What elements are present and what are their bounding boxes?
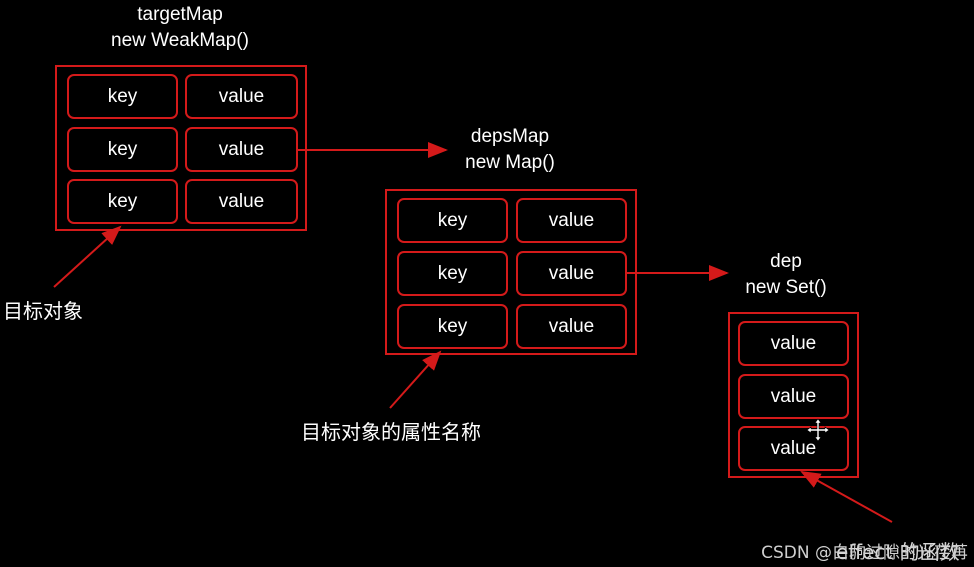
dep-title-line2: new Set() (745, 277, 827, 298)
dep-title: dep new Set() (716, 249, 856, 301)
targetmap-key-2: key (67, 127, 178, 172)
targetmap-title-line2: new WeakMap() (111, 30, 249, 51)
target-object-label: 目标对象 (3, 299, 83, 323)
depsmap-value-2: value (516, 251, 627, 296)
targetmap-key-1: key (67, 74, 178, 119)
depsmap-key-1: key (397, 198, 508, 243)
targetmap-value-3: value (185, 179, 298, 224)
depsmap-value-3: value (516, 304, 627, 349)
pointer-target-object (53, 225, 122, 288)
targetmap-title: targetMap new WeakMap() (75, 2, 285, 54)
pointer-property-name (389, 350, 442, 409)
dep-value-2: value (738, 374, 849, 419)
depsmap-value-1: value (516, 198, 627, 243)
targetmap-title-line1: targetMap (137, 4, 223, 25)
targetmap-key-3: key (67, 179, 178, 224)
depsmap-box (385, 189, 637, 355)
move-cursor-icon (806, 418, 830, 442)
depsmap-title-line2: new Map() (465, 152, 555, 173)
csdn-watermark: CSDN @白驹过隙时光荏苒 (761, 543, 968, 563)
depsmap-key-3: key (397, 304, 508, 349)
effect-function-label: effect 的函数 (836, 540, 960, 564)
dep-box (728, 312, 859, 478)
depsmap-key-2: key (397, 251, 508, 296)
targetmap-value-1: value (185, 74, 298, 119)
dep-value-1: value (738, 321, 849, 366)
targetmap-value-2: value (185, 127, 298, 172)
pointer-effect-function (800, 471, 893, 523)
depsmap-title-line1: depsMap (470, 126, 550, 147)
targetmap-box (55, 65, 307, 231)
property-name-label: 目标对象的属性名称 (301, 420, 481, 444)
dep-title-line1: dep (770, 251, 802, 272)
depsmap-title: depsMap new Map() (410, 124, 610, 176)
dep-value-3: value (738, 426, 849, 471)
